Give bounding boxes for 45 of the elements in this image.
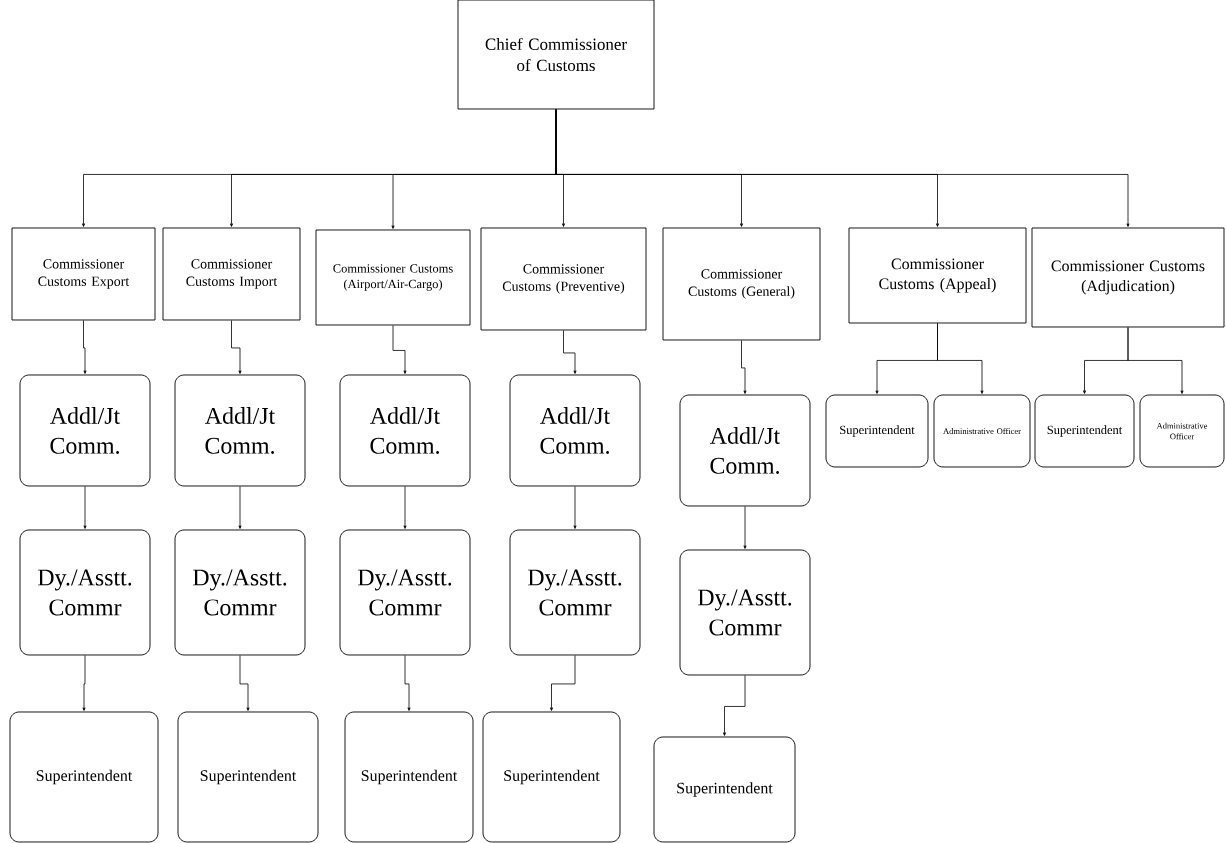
connector-arrow	[231, 320, 242, 374]
position-box: Administrative Officer	[1139, 394, 1225, 468]
position-box: Superintendent	[825, 394, 929, 468]
connector-arrow	[82, 655, 86, 711]
connector-arrow	[83, 320, 87, 374]
connector-arrow	[403, 486, 407, 529]
connector-arrow	[563, 330, 577, 374]
connector-arrow	[555, 109, 1130, 227]
position-box: Addl/Jt Comm.	[174, 374, 306, 487]
position-box: Addl/Jt Comm.	[509, 374, 641, 487]
position-box: Superintendent	[344, 711, 474, 843]
position-box: Superintendent	[482, 711, 621, 843]
connector-arrow	[392, 325, 407, 374]
connector-arrow	[550, 655, 576, 711]
connector-arrow	[404, 655, 411, 711]
position-box: Dy./Asstt. Commr	[19, 529, 151, 656]
position-box: Dy./Asstt. Commr	[509, 529, 641, 656]
position-box: Superintendent	[1034, 394, 1135, 468]
position-box: Addl/Jt Comm.	[679, 394, 811, 507]
position-box: Dy./Asstt. Commr	[339, 529, 471, 656]
connector-arrow	[573, 486, 577, 529]
position-box: Addl/Jt Comm.	[19, 374, 151, 487]
position-box: Commissioner Customs (General)	[662, 227, 821, 341]
connector-arrow	[1127, 327, 1184, 394]
position-box: Superintendent	[653, 736, 796, 843]
connector-arrow	[239, 655, 250, 711]
connector-arrow	[743, 506, 747, 549]
connector-arrow	[83, 486, 87, 529]
position-box: Dy./Asstt. Commr	[174, 529, 306, 656]
position-box: Superintendent	[9, 711, 159, 843]
position-box: Commissioner Customs Export	[11, 227, 156, 321]
connector-arrow	[937, 323, 984, 394]
position-box: Commissioner Customs (Airport/Air-Cargo)	[315, 229, 471, 326]
position-box: Dy./Asstt. Commr	[679, 549, 811, 676]
position-box: Commissioner Customs Import	[162, 227, 301, 321]
connector-arrow	[238, 486, 242, 529]
position-box: Addl/Jt Comm.	[339, 374, 471, 487]
position-box: Commissioner Customs (Adjudication)	[1031, 227, 1225, 328]
position-box: Superintendent	[177, 711, 319, 843]
connector-arrow	[741, 340, 747, 394]
position-box: Chief Commissioner of Customs	[457, 0, 655, 110]
position-box: Commissioner Customs (Appeal)	[848, 227, 1027, 324]
position-box: Commissioner Customs (Preventive)	[480, 227, 647, 331]
position-box: Administrative Officer	[933, 394, 1031, 468]
connector-arrow	[723, 675, 746, 736]
